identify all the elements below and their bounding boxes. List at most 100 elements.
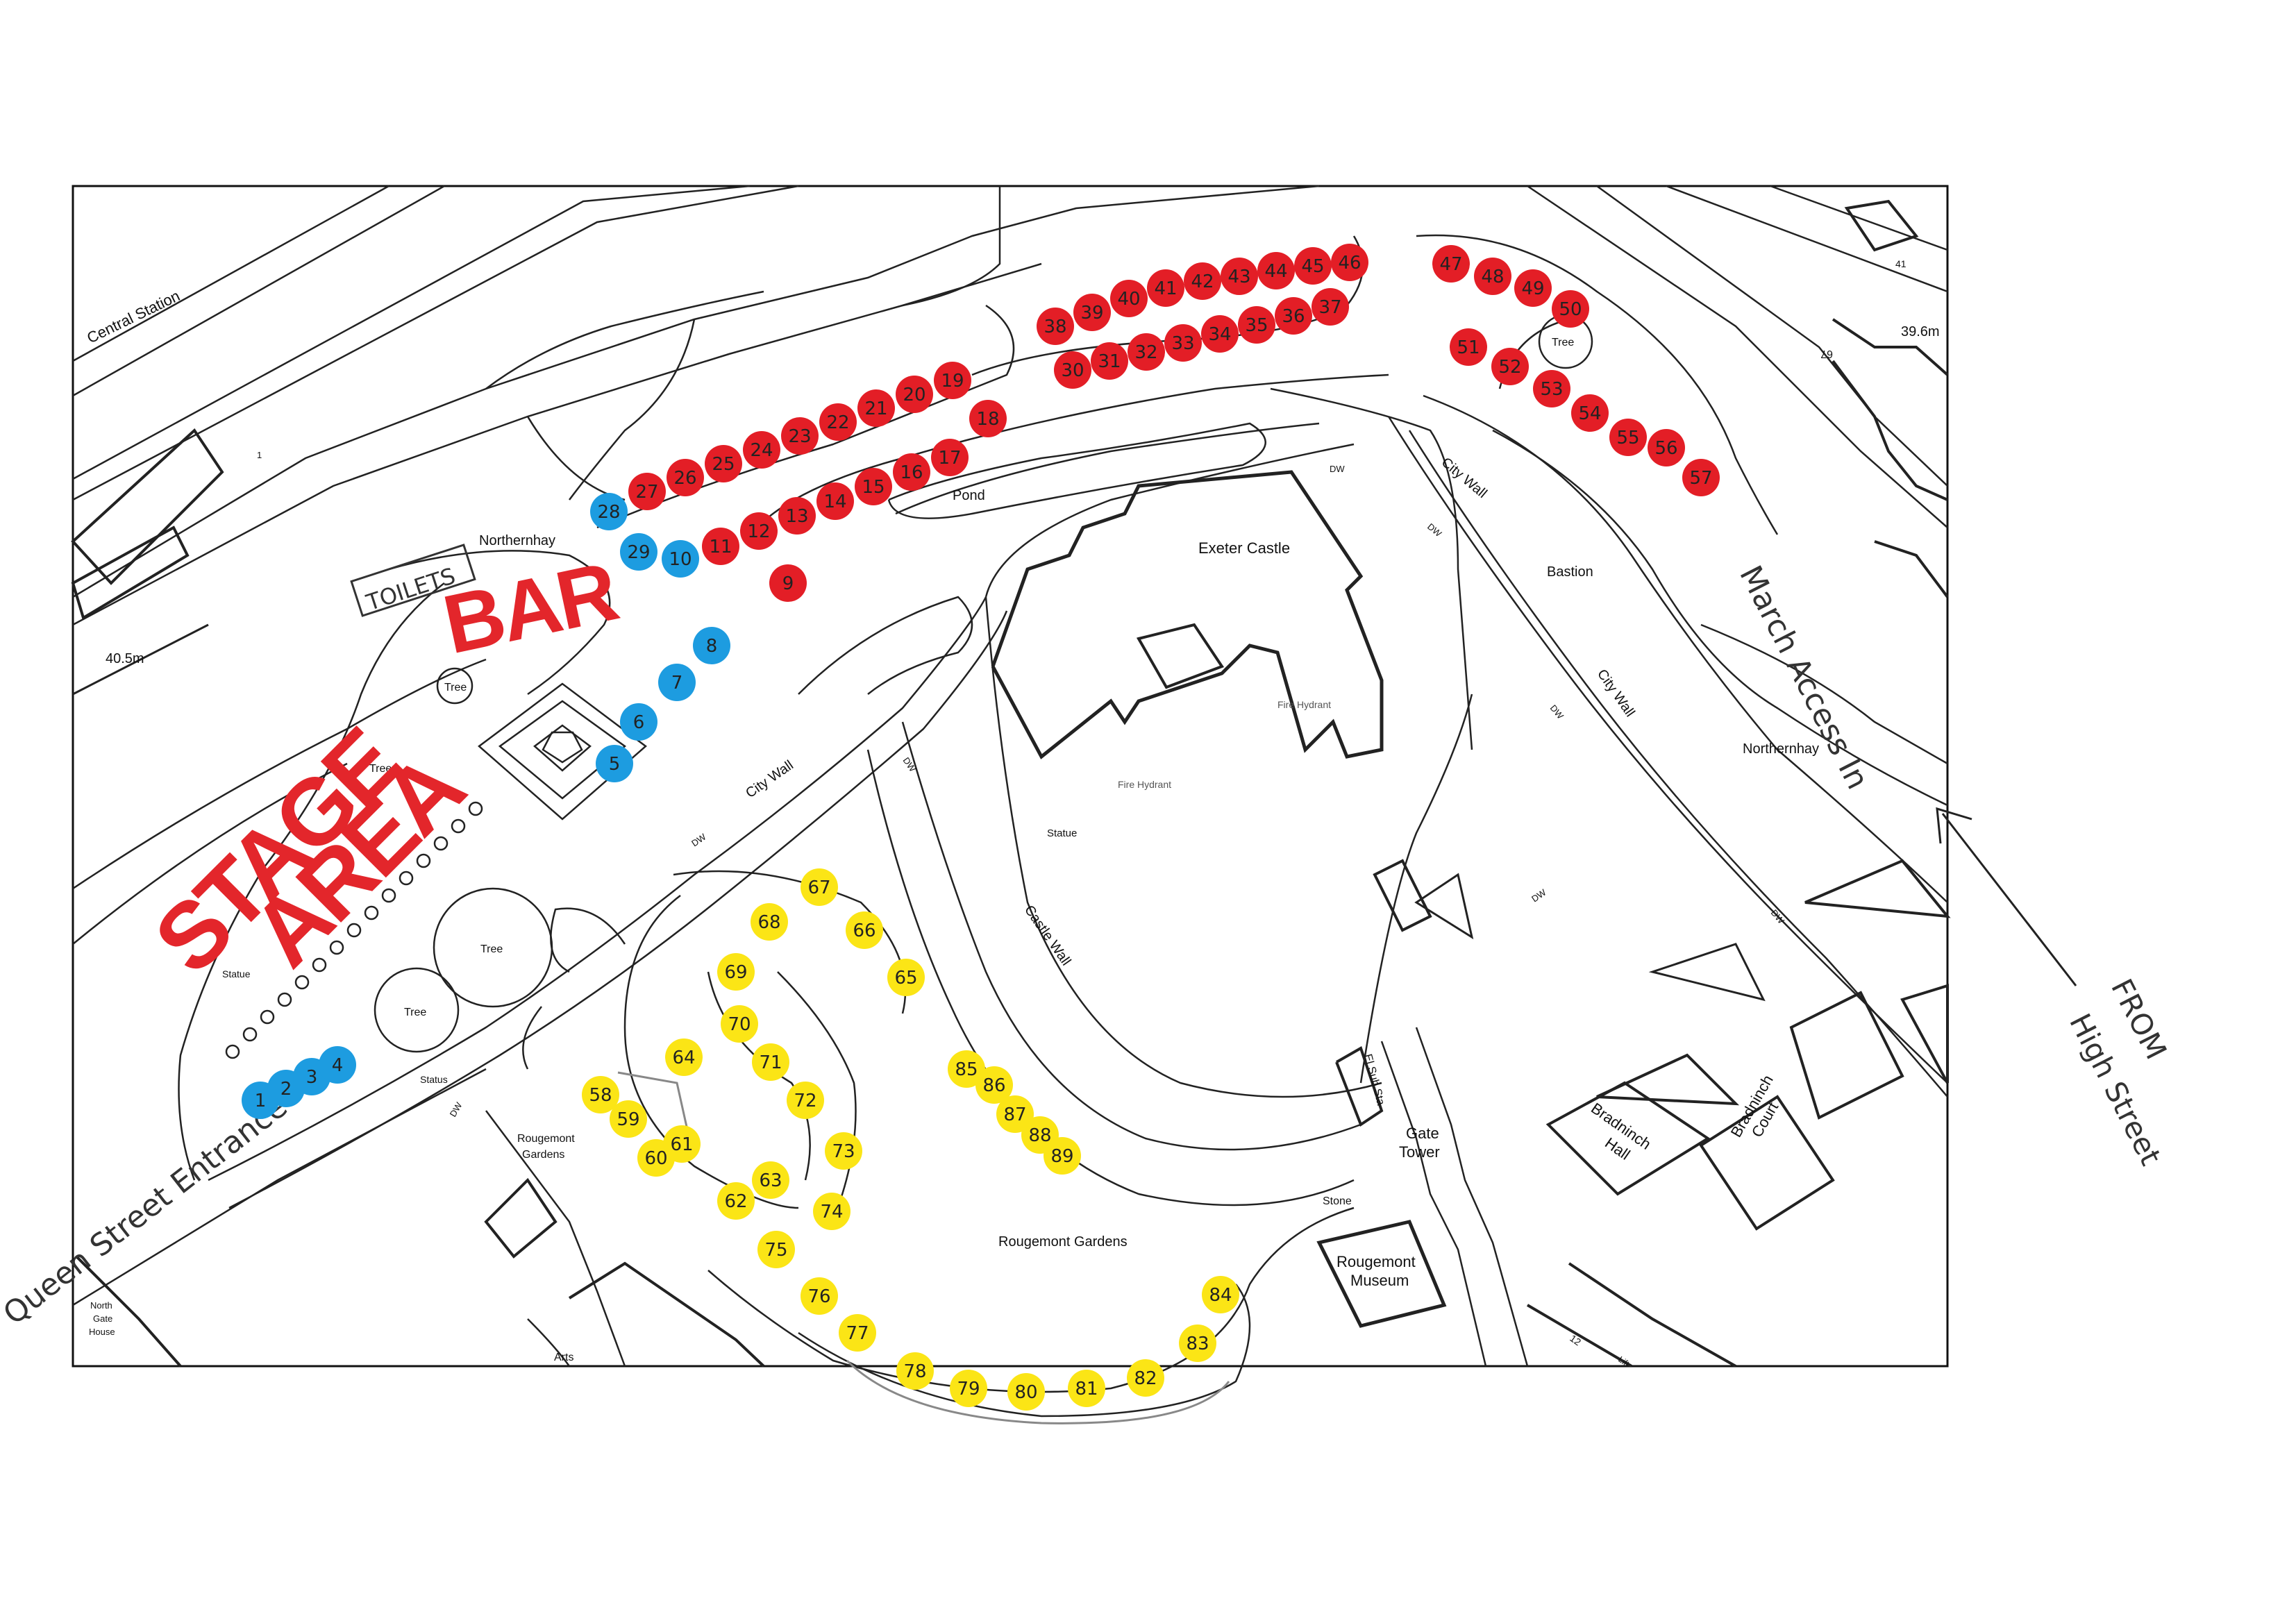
stall-89[interactable]: 89 [1044,1137,1081,1175]
stall-33[interactable]: 33 [1164,324,1202,362]
access-arrow-line [1941,813,2077,986]
stall-42[interactable]: 42 [1184,262,1221,300]
stall-46[interactable]: 46 [1331,244,1368,281]
stall-32[interactable]: 32 [1128,333,1165,371]
stall-74[interactable]: 74 [813,1193,850,1230]
stall-55[interactable]: 55 [1609,419,1647,456]
stall-number: 68 [757,912,780,933]
stall-76[interactable]: 76 [801,1277,838,1315]
stall-54[interactable]: 54 [1571,394,1609,432]
stall-number: 6 [633,712,645,733]
stall-56[interactable]: 56 [1648,429,1685,466]
stall-31[interactable]: 31 [1091,342,1128,380]
stall-dot [893,453,930,491]
stall-85[interactable]: 85 [948,1050,985,1088]
stall-61[interactable]: 61 [663,1125,701,1163]
stall-37[interactable]: 37 [1312,288,1349,326]
stall-53[interactable]: 53 [1533,370,1570,407]
stall-dot [1491,348,1529,385]
stall-68[interactable]: 68 [751,903,788,941]
stall-30[interactable]: 30 [1054,351,1091,389]
stall-6[interactable]: 6 [620,703,657,741]
stall-number: 1 [255,1091,267,1111]
stall-23[interactable]: 23 [781,417,819,455]
stall-20[interactable]: 20 [896,376,933,413]
stall-57[interactable]: 57 [1682,459,1720,496]
stall-71[interactable]: 71 [752,1043,789,1081]
stall-19[interactable]: 19 [934,362,971,399]
stall-number: 37 [1318,297,1341,318]
stall-13[interactable]: 13 [778,497,816,535]
stall-39[interactable]: 39 [1073,294,1111,331]
stall-22[interactable]: 22 [819,403,857,441]
stall-36[interactable]: 36 [1275,297,1312,335]
stall-35[interactable]: 35 [1238,306,1275,344]
stall-number: 35 [1245,315,1268,336]
stall-59[interactable]: 59 [610,1100,647,1138]
stall-73[interactable]: 73 [825,1132,862,1170]
stall-9[interactable]: 9 [769,564,807,602]
stall-52[interactable]: 52 [1491,348,1529,385]
stall-65[interactable]: 65 [887,959,925,996]
stall-41[interactable]: 41 [1147,269,1184,307]
stall-27[interactable]: 27 [628,473,666,510]
stall-72[interactable]: 72 [787,1082,824,1119]
stall-75[interactable]: 75 [757,1231,795,1268]
stall-83[interactable]: 83 [1179,1325,1216,1362]
stall-number: 72 [794,1091,816,1111]
stall-48[interactable]: 48 [1474,258,1511,295]
stall-45[interactable]: 45 [1294,247,1332,285]
stall-67[interactable]: 67 [801,868,838,906]
stall-28[interactable]: 28 [590,493,628,530]
stall-47[interactable]: 47 [1432,245,1470,283]
stall-70[interactable]: 70 [721,1005,758,1043]
stall-29[interactable]: 29 [620,533,657,571]
stall-16[interactable]: 16 [893,453,930,491]
stall-5[interactable]: 5 [596,745,633,782]
stall-38[interactable]: 38 [1037,308,1074,345]
stall-8[interactable]: 8 [693,627,730,664]
stall-40[interactable]: 40 [1110,280,1148,317]
stall-10[interactable]: 10 [662,540,699,578]
stall-51[interactable]: 51 [1450,328,1487,366]
stall-78[interactable]: 78 [896,1352,934,1390]
stall-dot [1571,394,1609,432]
label-num-67: 67 [1820,348,1833,360]
stall-49[interactable]: 49 [1514,269,1552,307]
stall-62[interactable]: 62 [717,1182,755,1220]
stall-82[interactable]: 82 [1127,1359,1164,1397]
stall-4[interactable]: 4 [319,1046,356,1084]
stall-64[interactable]: 64 [665,1038,703,1076]
label-fire-hydrant-1: Fire Hydrant [1277,699,1331,710]
stall-7[interactable]: 7 [658,664,696,701]
stall-44[interactable]: 44 [1257,252,1295,289]
stall-58[interactable]: 58 [582,1076,619,1113]
stall-79[interactable]: 79 [950,1370,987,1407]
stall-21[interactable]: 21 [857,389,895,427]
stall-50[interactable]: 50 [1552,290,1589,328]
stall-26[interactable]: 26 [667,459,704,496]
stall-dot [1221,258,1258,295]
stall-11[interactable]: 11 [702,528,739,565]
stall-18[interactable]: 18 [969,400,1007,437]
stall-14[interactable]: 14 [816,482,854,520]
stall-34[interactable]: 34 [1201,315,1239,353]
stall-69[interactable]: 69 [717,953,755,991]
stall-43[interactable]: 43 [1221,258,1258,295]
stall-87[interactable]: 87 [996,1095,1034,1133]
stall-77[interactable]: 77 [839,1314,876,1352]
stall-86[interactable]: 86 [975,1066,1013,1104]
stall-80[interactable]: 80 [1007,1373,1045,1411]
stall-12[interactable]: 12 [740,512,778,550]
stall-66[interactable]: 66 [846,911,883,949]
stall-17[interactable]: 17 [931,439,969,476]
label-northernhay-right: Northernhay [1743,741,1819,757]
stall-24[interactable]: 24 [743,431,780,469]
stall-84[interactable]: 84 [1202,1276,1239,1313]
stall-15[interactable]: 15 [855,468,892,505]
stall-dot [825,1132,862,1170]
stall-25[interactable]: 25 [705,445,742,482]
stall-63[interactable]: 63 [752,1161,789,1199]
stall-81[interactable]: 81 [1068,1370,1105,1407]
label-rougemont-gardens-small-a: Rougemont [517,1133,575,1145]
